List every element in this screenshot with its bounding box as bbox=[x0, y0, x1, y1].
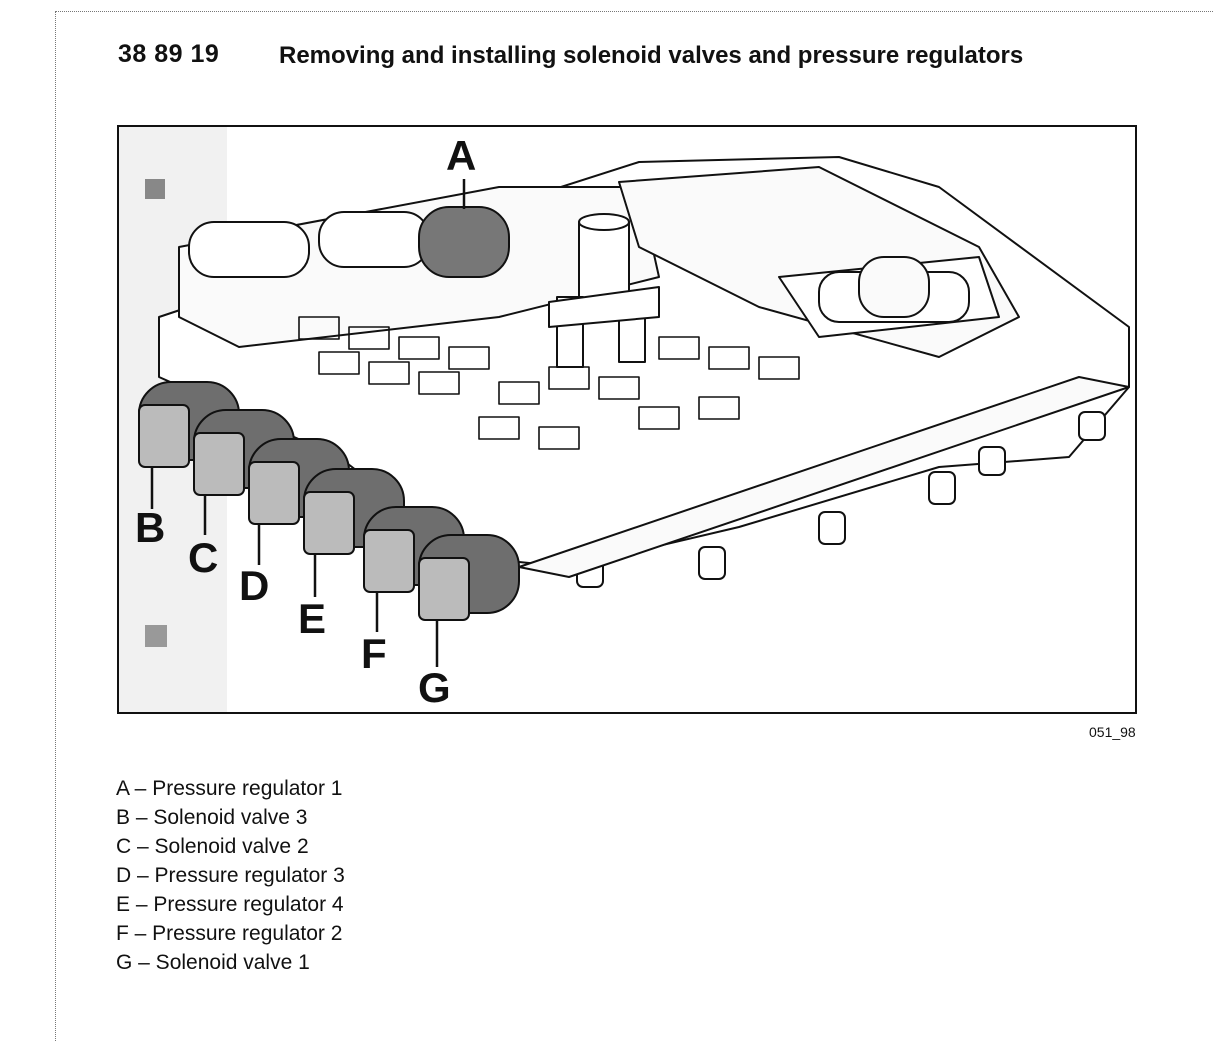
legend-item: A – Pressure regulator 1 bbox=[116, 777, 343, 800]
figure-legend: A – Pressure regulator 1 B – Solenoid va… bbox=[116, 774, 345, 977]
legend-item: B – Solenoid valve 3 bbox=[116, 806, 308, 829]
callout-b-label: B bbox=[135, 504, 166, 551]
legend-item: G – Solenoid valve 1 bbox=[116, 951, 310, 974]
figure-code: 051_98 bbox=[1089, 724, 1136, 740]
callout-d-label: D bbox=[239, 562, 270, 609]
callout-c-label: C bbox=[188, 534, 219, 581]
legend-item: C – Solenoid valve 2 bbox=[116, 835, 309, 858]
legend-item: E – Pressure regulator 4 bbox=[116, 893, 344, 916]
page-title: Removing and installing solenoid valves … bbox=[279, 42, 1024, 69]
page-border bbox=[55, 11, 1213, 1041]
legend-item: F – Pressure regulator 2 bbox=[116, 922, 343, 945]
document-number: 38 89 19 bbox=[118, 40, 220, 68]
callout-e-label: E bbox=[298, 595, 327, 642]
valve-body-drawing bbox=[119, 127, 1130, 712]
callout-g-label: G bbox=[418, 664, 451, 711]
valve-body-illustration bbox=[117, 125, 1137, 714]
legend-item: D – Pressure regulator 3 bbox=[116, 864, 345, 887]
callout-a-label: A bbox=[446, 132, 477, 179]
callout-f-label: F bbox=[361, 630, 387, 677]
